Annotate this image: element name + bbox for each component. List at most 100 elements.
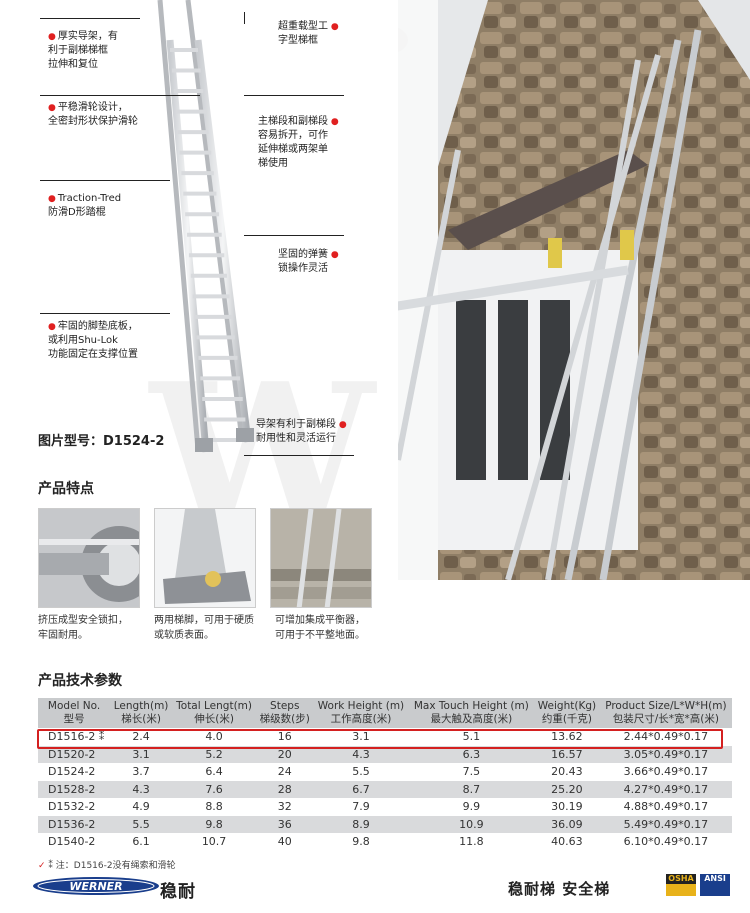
table-cell: D1532-2 [38,798,111,816]
feature-caption-foot: 两用梯脚，可用于硬质或软质表面。 [154,615,254,641]
table-cell: 3.1 [313,728,409,746]
table-cell: 13.62 [534,728,600,746]
spec-header-row: Model No.型号 Length(m)梯长(米) Total Lengt(m… [38,698,732,728]
table-cell: 2.4 [110,728,172,746]
table-cell: 3.66*0.49*0.17 [599,763,732,781]
table-cell: 20.43 [534,763,600,781]
highlight-row-frame [37,729,723,749]
table-cell: 4.9 [110,798,172,816]
table-cell: 2.44*0.49*0.17 [599,728,732,746]
callout-line [244,455,354,456]
brand-cn: 稳耐 [160,882,196,902]
callout-line [40,95,200,96]
feature-image-lock [38,508,140,608]
logo-text: WERNER [69,880,122,893]
table-cell: 11.8 [408,833,535,851]
feature-image-foot [154,508,256,608]
feature-caption-lock: 挤压成型安全锁扣，牢固耐用。 [38,615,128,641]
table-cell: 40.63 [534,833,600,851]
table-cell: 8.7 [408,780,535,798]
callout-line [244,235,344,236]
table-cell: 36.09 [534,815,600,833]
callout-pulley: ●平稳滑轮设计， 全密封形状保护滑轮 [48,102,138,127]
table-cell: 3.05*0.49*0.17 [599,745,732,763]
table-cell: 4.3 [313,745,409,763]
table-cell: 5.5 [313,763,409,781]
table-cell: 5.5 [110,815,172,833]
table-cell: 4.3 [110,780,172,798]
table-cell: 40 [256,833,314,851]
table-cell: 16.57 [534,745,600,763]
callout-line [244,12,245,24]
col-length: Length(m)梯长(米) [110,698,172,728]
col-work-height: Work Height (m)工作高度(米) [313,698,409,728]
table-cell: D1524-2 [38,763,111,781]
table-cell: D1528-2 [38,780,111,798]
callout-traction: ●Traction-Tred 防滑D形踏棍 [48,193,122,218]
table-cell: 9.8 [313,833,409,851]
footnote: ✓ ⁑ 注：D1516-2没有绳索和滑轮 [38,861,176,871]
feature-caption-leveler: 可增加集成平衡器，可用于不平整地面。 [275,615,365,641]
table-cell: 4.27*0.49*0.17 [599,780,732,798]
table-cell: 20 [256,745,314,763]
table-cell: 28 [256,780,314,798]
extension-ladder-illustration [157,0,254,453]
table-cell: 6.7 [313,780,409,798]
table-cell: D1536-2 [38,815,111,833]
table-cell: D1516-2 ⁑ [38,728,111,746]
col-weight: Weight(Kg)约重(千克) [534,698,600,728]
table-cell: 36 [256,815,314,833]
slogan: 稳耐梯 安全梯 [508,880,611,898]
table-cell: 7.6 [171,780,257,798]
usage-photo [398,0,750,580]
callout-line [40,313,170,314]
col-total-length: Total Lengt(m)伸长(米) [171,698,257,728]
feature-image-leveler [270,508,372,608]
callout-guide: ●厚实导架，有 利于副梯梯框 拉伸和复位 [48,31,118,70]
callout-line [40,18,140,19]
callout-heavy: 超重载型工 ● 字型梯框 [278,21,339,46]
table-cell: 16 [256,728,314,746]
table-cell: 5.49*0.49*0.17 [599,815,732,833]
callout-feet: ●牢固的脚垫底板， 或利用Shu-Lok 功能固定在支撑位置 [48,321,138,360]
table-cell: 5.2 [171,745,257,763]
table-cell: 10.7 [171,833,257,851]
callout-detach: 主梯段和副梯段 ● 容易拆开，可作 延伸梯或两架单 梯使用 [258,116,339,169]
col-model: Model No.型号 [38,698,111,728]
table-cell: 3.7 [110,763,172,781]
table-cell: D1520-2 [38,745,111,763]
table-cell: 8.8 [171,798,257,816]
table-cell: 25.20 [534,780,600,798]
callout-spring: 坚固的弹簧 ● 锁操作灵活 [278,249,339,274]
table-cell: D1540-2 [38,833,111,851]
spec-table: Model No.型号 Length(m)梯长(米) Total Lengt(m… [38,698,732,851]
callout-line [40,180,170,181]
werner-logo: WERNER [33,877,159,895]
callout-guide-b: 导架有利于副梯段 ● 耐用性和灵活运行 [256,419,347,444]
table-cell: 6.4 [171,763,257,781]
table-cell: 9.8 [171,815,257,833]
table-cell: 3.1 [110,745,172,763]
table-cell: 6.10*0.49*0.17 [599,833,732,851]
model-caption: 图片型号：D1524-2 [38,434,165,449]
table-cell: 32 [256,798,314,816]
table-cell: 4.0 [171,728,257,746]
table-cell: 7.9 [313,798,409,816]
col-max-touch: Max Touch Height (m)最大触及高度(米) [408,698,535,728]
table-cell: 9.9 [408,798,535,816]
table-cell: 8.9 [313,815,409,833]
table-cell: 24 [256,763,314,781]
features-title: 产品特点 [38,481,94,497]
table-cell: 30.19 [534,798,600,816]
callout-line [244,95,344,96]
table-cell: 6.1 [110,833,172,851]
table-cell: 5.1 [408,728,535,746]
